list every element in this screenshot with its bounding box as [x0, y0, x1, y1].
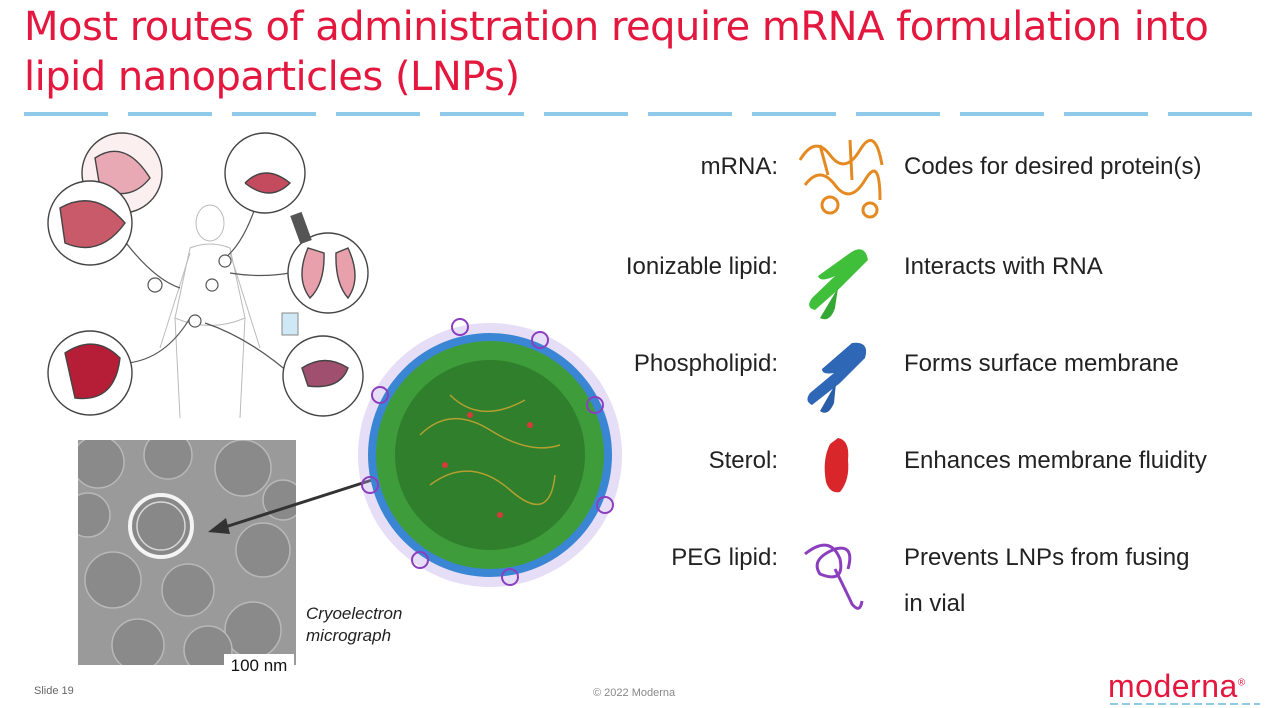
component-description: Codes for desired protein(s) — [904, 153, 1202, 180]
phospholipid-icon — [807, 342, 867, 413]
mrna-strand-icon — [798, 138, 884, 219]
caption-line-2: micrograph — [306, 626, 392, 645]
component-row-peg-lipid: PEG lipid: Prevents LNPs from fusing in … — [0, 527, 1280, 617]
component-label: Phospholipid: — [633, 350, 778, 377]
dashed-divider — [24, 112, 1254, 116]
component-row-mrna: mRNA: Codes for desired protein(s) — [0, 138, 1280, 219]
logo-registered-mark: ® — [1237, 677, 1246, 689]
component-label: Sterol: — [708, 447, 778, 474]
component-label: PEG lipid: — [671, 544, 778, 571]
component-label: Ionizable lipid: — [625, 253, 778, 280]
cryoelectron-micrograph — [78, 440, 296, 665]
scale-bar-label: 100 nm — [224, 654, 294, 676]
sterol-icon — [824, 438, 849, 493]
component-description: Forms surface membrane — [904, 350, 1179, 377]
component-description: Prevents LNPs from fusing in vial — [904, 544, 1189, 618]
slide-title: Most routes of administration require mR… — [24, 4, 1209, 100]
component-description: Enhances membrane fluidity — [904, 447, 1207, 474]
logo-underline — [1110, 703, 1260, 705]
component-row-sterol: Sterol: Enhances membrane fluidity — [0, 430, 1280, 493]
component-row-ionizable-lipid: Ionizable lipid: Interacts with RNA — [0, 236, 1280, 320]
copyright-notice: © 2022 Moderna — [593, 687, 676, 699]
component-row-phospholipid: Phospholipid: Forms surface membrane — [0, 333, 1280, 413]
caption-line-1: Cryoelectron — [306, 604, 403, 623]
moderna-logo: moderna® — [1108, 668, 1246, 705]
administration-routes-illustration — [47, 132, 369, 419]
peg-lipid-icon — [804, 543, 864, 610]
component-description-line-1: Prevents LNPs from fusing — [904, 544, 1190, 571]
pointer-arrow — [208, 478, 373, 534]
component-description: Interacts with RNA — [904, 253, 1103, 280]
logo-text: moderna — [1108, 668, 1238, 704]
slide-number: Slide 19 — [34, 685, 74, 697]
ionizable-lipid-icon — [809, 249, 868, 320]
component-description-line-2: in vial — [904, 590, 966, 617]
component-label: mRNA: — [700, 153, 778, 180]
micrograph-caption: Cryoelectron micrograph — [306, 603, 402, 647]
lipid-nanoparticle-icon — [358, 318, 622, 587]
